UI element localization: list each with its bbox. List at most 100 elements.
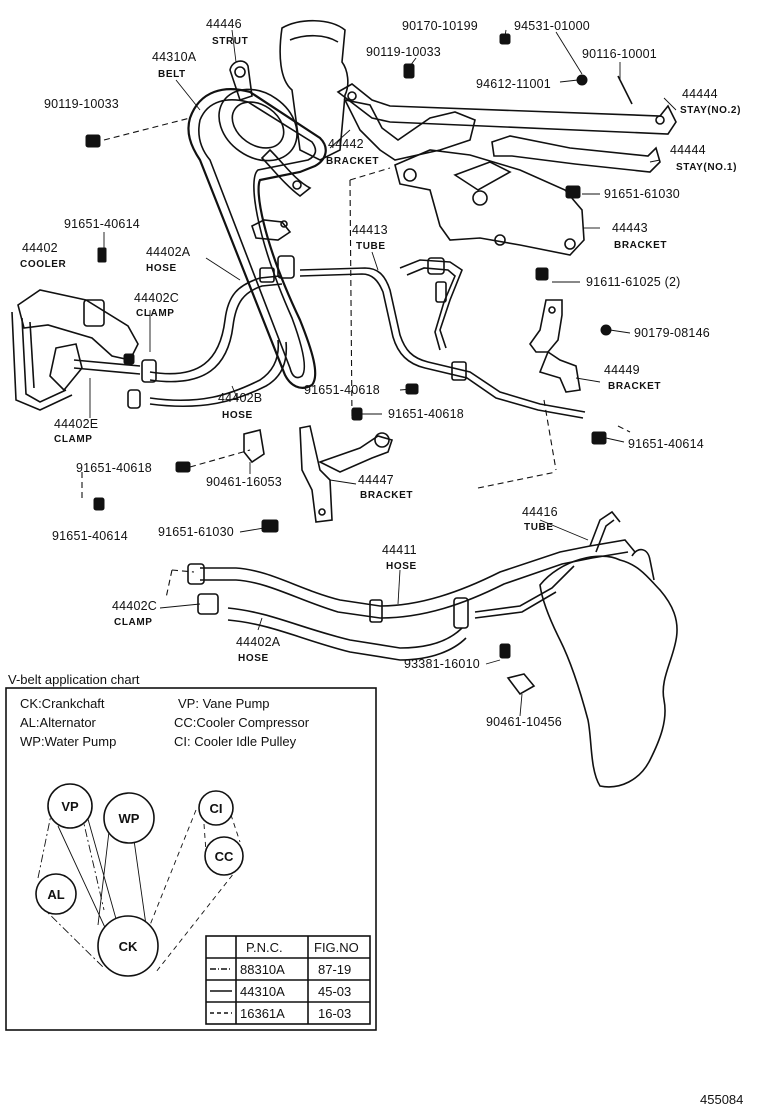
label-44402-pn: 44402 <box>22 241 58 255</box>
label-44402C-a-name: CLAMP <box>136 308 175 319</box>
label-44402A-a-name: HOSE <box>146 263 177 274</box>
label-91651-40614-b: 91651-40614 <box>628 437 704 451</box>
label-44444-1-name: STAY(NO.1) <box>676 162 737 173</box>
fasteners <box>85 33 633 696</box>
vbelt-chart: V-belt application chart CK:Crankchaft V… <box>5 672 377 1031</box>
label-44446-pn: 44446 <box>206 17 242 31</box>
label-44413-pn: 44413 <box>352 223 388 237</box>
label-44411-name: HOSE <box>386 561 417 572</box>
legend-al-abbr: AL <box>20 715 36 730</box>
legend-ci: CI: Cooler Idle Pulley <box>174 734 297 749</box>
label-44444-1-pn: 44444 <box>670 143 706 157</box>
label-44402A-b-name: HOSE <box>238 653 269 664</box>
label-44443-pn: 44443 <box>612 221 648 235</box>
pulley-ci-label: CI <box>210 801 223 816</box>
label-90119-10033-a: 90119-10033 <box>44 97 119 111</box>
label-44402-name: COOLER <box>20 259 67 270</box>
legend-vp-desc: : Vane Pump <box>195 696 269 711</box>
label-44447-name: BRACKET <box>360 490 413 501</box>
legend-al: AL:Alternator <box>20 715 97 730</box>
label-91651-40614-c: 91651-40614 <box>52 529 128 543</box>
pulley-wp-label: WP <box>119 811 140 826</box>
label-91651-61030-b: 91651-61030 <box>158 525 234 539</box>
label-90119-10033-b: 90119-10033 <box>366 45 441 59</box>
vbelt-chart-title: V-belt application chart <box>8 672 140 687</box>
table-row-1-fig: 87-19 <box>318 962 351 977</box>
label-91651-61030-a: 91651-61030 <box>604 187 680 201</box>
label-44310A-pn: 44310A <box>152 50 197 64</box>
pulley-wp <box>103 792 155 844</box>
label-44402B-pn: 44402B <box>218 391 262 405</box>
label-44402B-name: HOSE <box>222 410 253 421</box>
pulley-cc <box>204 836 244 876</box>
label-44402C-b-pn: 44402C <box>112 599 157 613</box>
label-44446-name: STRUT <box>212 36 248 47</box>
legend-wp: WP:Water Pump <box>20 734 116 749</box>
part-labels: 44446 STRUT 44310A BELT 90119-10033 9017… <box>20 17 741 729</box>
label-90170-10199: 90170-10199 <box>402 19 478 33</box>
legend-cc: CC:Cooler Compressor <box>174 715 310 730</box>
legend-ci-abbr: CI <box>174 734 187 749</box>
label-44402E-name: CLAMP <box>54 434 93 445</box>
pulley-vp-label: VP <box>61 799 79 814</box>
label-90461-16053: 90461-16053 <box>206 475 282 489</box>
legend-ck-abbr: CK <box>20 696 38 711</box>
table-row-2-pnc: 44310A <box>240 984 285 999</box>
pulley-vp <box>47 783 93 829</box>
label-94612-11001: 94612-11001 <box>476 77 551 91</box>
label-44449-pn: 44449 <box>604 363 640 377</box>
label-44402E-pn: 44402E <box>54 417 98 431</box>
legend-wp-desc: :Water Pump <box>41 734 116 749</box>
pnc-table: P.N.C. FIG.NO 88310A 87-19 44310A 45-03 … <box>205 935 371 1025</box>
legend-cc-abbr: CC <box>174 715 193 730</box>
pulley-ci <box>198 790 234 826</box>
legend-ck: CK:Crankchaft <box>20 696 105 711</box>
legend-vp-abbr: VP <box>178 696 195 711</box>
label-91651-40614-a: 91651-40614 <box>64 217 140 231</box>
pulley-cc-label: CC <box>215 849 234 864</box>
label-44443-name: BRACKET <box>614 240 667 251</box>
label-44442-pn: 44442 <box>328 137 364 151</box>
legend-wp-abbr: WP <box>20 734 41 749</box>
label-44444-2-pn: 44444 <box>682 87 718 101</box>
label-44416-name: TUBE <box>524 522 554 533</box>
label-91651-40618-c: 91651-40618 <box>76 461 152 475</box>
legend-ci-desc: : Cooler Idle Pulley <box>187 734 297 749</box>
label-44402C-a-pn: 44402C <box>134 291 179 305</box>
label-44402C-b-name: CLAMP <box>114 617 153 628</box>
label-44449-name: BRACKET <box>608 381 661 392</box>
pnc-header: P.N.C. <box>246 940 283 955</box>
label-91611-61025: 91611-61025 (2) <box>586 275 681 289</box>
table-row-3-fig: 16-03 <box>318 1006 351 1021</box>
pulley-ck <box>97 915 159 977</box>
label-94531-01000: 94531-01000 <box>514 19 590 33</box>
legend-al-desc: :Alternator <box>36 715 97 730</box>
label-91651-40618-a: 91651-40618 <box>304 383 380 397</box>
label-44402A-b-pn: 44402A <box>236 635 281 649</box>
label-44310A-name: BELT <box>158 69 186 80</box>
legend-ck-desc: :Crankchaft <box>38 696 105 711</box>
label-44411-pn: 44411 <box>382 543 417 557</box>
label-90461-10456: 90461-10456 <box>486 715 562 729</box>
parts-artwork <box>11 19 678 788</box>
fig-header: FIG.NO <box>314 940 359 955</box>
pulley-al <box>35 873 77 915</box>
table-row-2-fig: 45-03 <box>318 984 351 999</box>
label-44416-pn: 44416 <box>522 505 558 519</box>
pulley-ck-label: CK <box>119 939 138 954</box>
label-90179-08146: 90179-08146 <box>634 326 710 340</box>
label-90116-10001: 90116-10001 <box>582 47 657 61</box>
label-91651-40618-b: 91651-40618 <box>388 407 464 421</box>
label-93381-16010: 93381-16010 <box>404 657 480 671</box>
table-row-3-pnc: 16361A <box>240 1006 285 1021</box>
leader-lines <box>81 29 677 717</box>
figure-number: 455084 <box>700 1092 743 1107</box>
legend-cc-desc: :Cooler Compressor <box>193 715 310 730</box>
label-44444-2-name: STAY(NO.2) <box>680 105 741 116</box>
legend-vp: VP: Vane Pump <box>178 696 270 711</box>
label-44402A-a-pn: 44402A <box>146 245 191 259</box>
label-44413-name: TUBE <box>356 241 386 252</box>
label-44447-pn: 44447 <box>358 473 394 487</box>
table-row-1-pnc: 88310A <box>240 962 285 977</box>
